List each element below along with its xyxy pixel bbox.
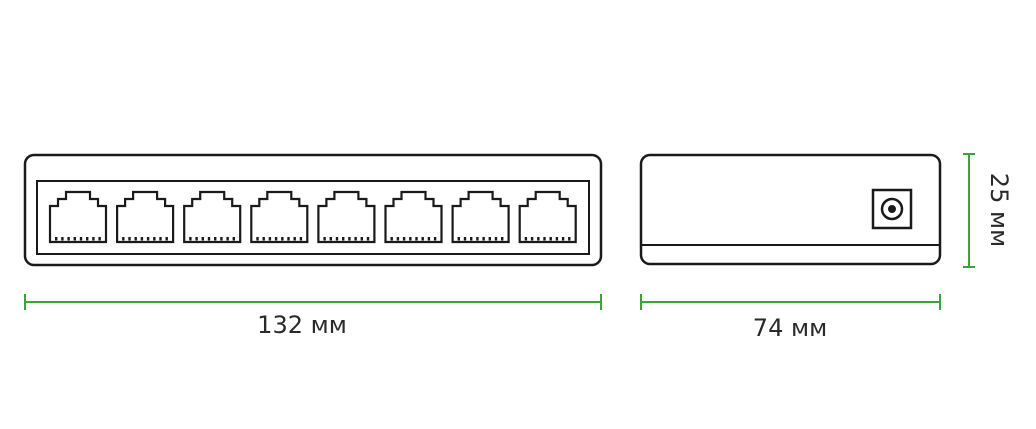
height-label: 25 мм: [985, 173, 1013, 247]
rj45-port-icon: [384, 190, 443, 244]
width-label: 132 мм: [257, 311, 347, 339]
rj45-port-icon: [317, 190, 376, 244]
port-row: [48, 190, 577, 244]
side-housing: [639, 153, 942, 266]
front-housing: [23, 153, 603, 267]
side-view: [639, 153, 942, 266]
rj45-port-icon: [250, 190, 309, 244]
depth-dimension: 74 мм: [640, 294, 941, 342]
width-dimension: 132 мм: [24, 294, 602, 339]
rj45-port-icon: [451, 190, 510, 244]
front-view: [23, 153, 603, 267]
rj45-port-icon: [116, 190, 175, 244]
port-panel: [36, 180, 590, 255]
height-dimension: 25 мм: [963, 153, 1013, 268]
rj45-port-icon: [183, 190, 242, 244]
rj45-port-icon: [48, 190, 108, 244]
dc-power-jack-icon: [871, 188, 913, 230]
rj45-port-icon: [518, 190, 577, 244]
depth-label: 74 мм: [753, 314, 827, 342]
